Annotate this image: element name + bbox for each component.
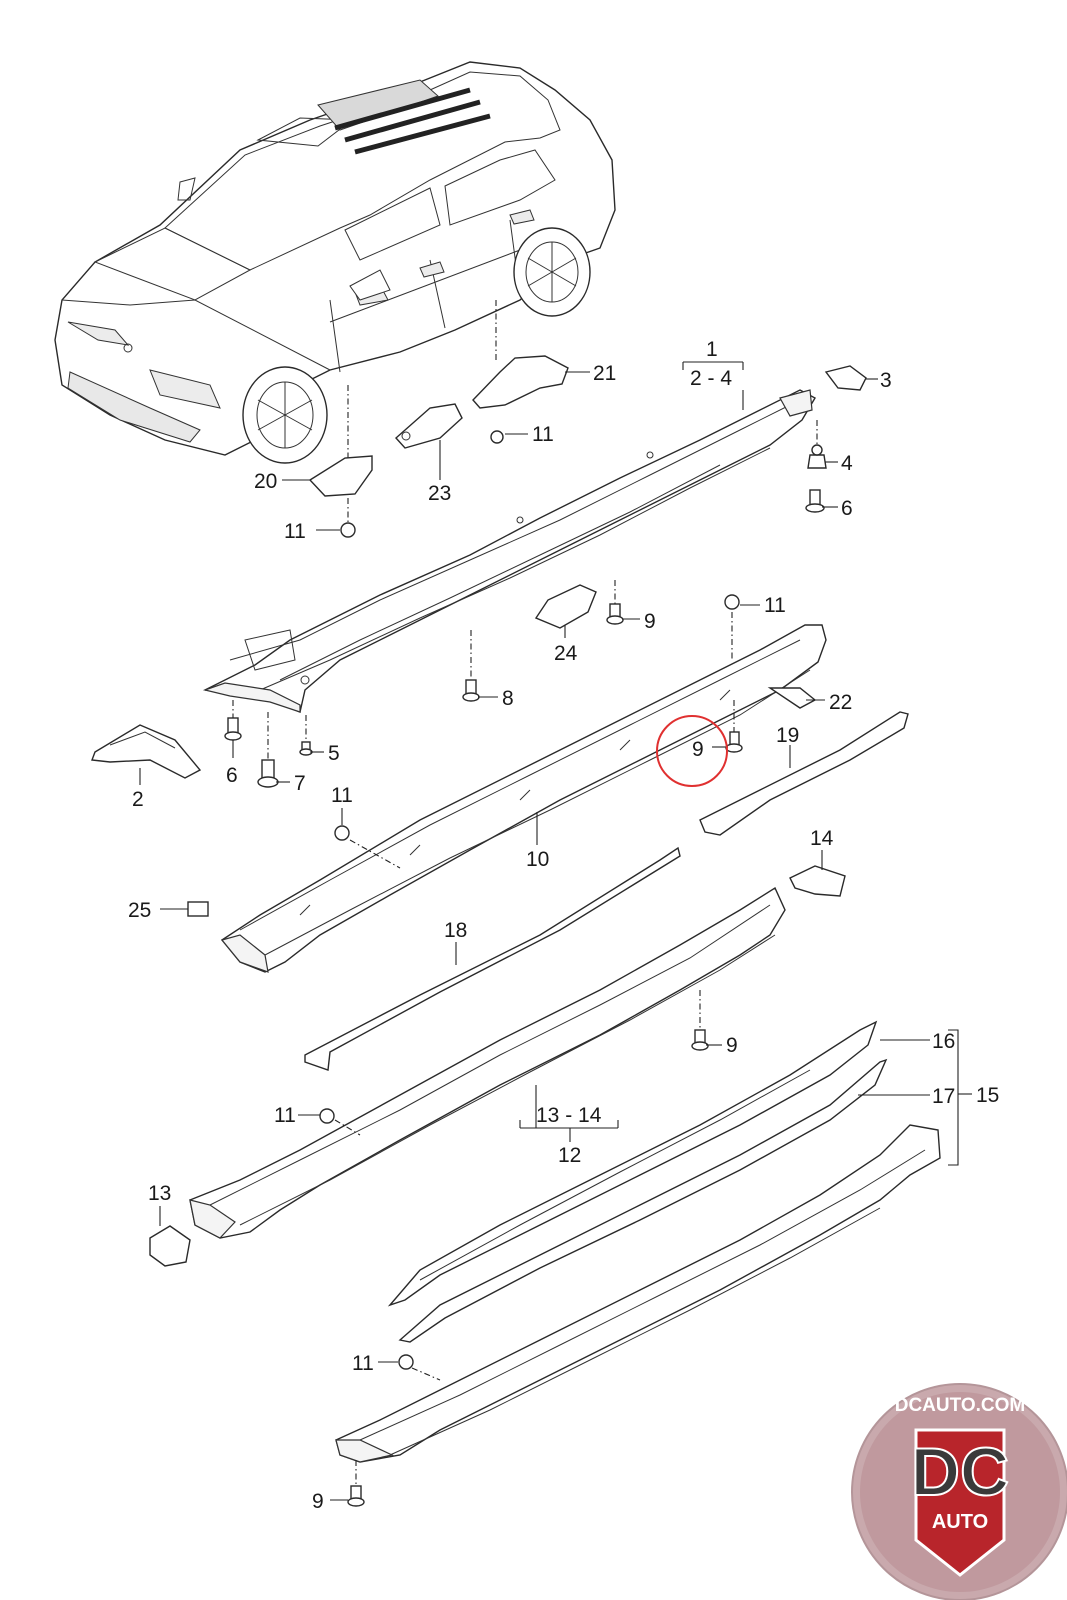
callout-11-b: 11 bbox=[284, 520, 306, 543]
leader-lines bbox=[139, 361, 972, 1501]
part-2-bracket bbox=[91, 724, 202, 779]
callout-7: 7 bbox=[294, 772, 306, 795]
logo-letters: DC bbox=[911, 1434, 1009, 1510]
callout-20: 20 bbox=[254, 470, 277, 493]
callout-24: 24 bbox=[554, 642, 578, 665]
callout-6-top: 6 bbox=[841, 497, 853, 520]
callout-3: 3 bbox=[880, 369, 892, 392]
part-6-bolt bbox=[805, 489, 825, 513]
callout-6-bottom: 6 bbox=[226, 764, 238, 787]
part-3-clip bbox=[824, 365, 867, 391]
part-22-clip bbox=[767, 687, 817, 709]
callout-14: 14 bbox=[810, 827, 834, 850]
callout-2: 2 bbox=[132, 788, 144, 811]
part-13-bracket bbox=[149, 1225, 191, 1267]
callout-16: 16 bbox=[932, 1030, 955, 1053]
callout-11-d: 11 bbox=[331, 784, 353, 807]
part-4-fastener bbox=[807, 444, 827, 469]
callout-11-c: 11 bbox=[764, 594, 786, 617]
callout-9-c: 9 bbox=[312, 1490, 324, 1513]
callout-21: 21 bbox=[593, 362, 616, 385]
callout-2-4: 2 - 4 bbox=[690, 367, 732, 390]
dcauto-logo: DCAUTO.COM DC AUTO bbox=[851, 1383, 1067, 1600]
callout-8: 8 bbox=[502, 687, 514, 710]
part-21-bracket bbox=[472, 355, 569, 409]
part-16-trim-strip bbox=[387, 1020, 878, 1307]
callout-11-f: 11 bbox=[352, 1352, 374, 1375]
logo-domain: DCAUTO.COM bbox=[895, 1395, 1026, 1416]
part-24-pad bbox=[534, 584, 597, 629]
part-12-lower-sill-panel bbox=[189, 886, 786, 1239]
part-23-bracket bbox=[395, 403, 463, 449]
callout-4: 4 bbox=[841, 452, 853, 475]
callout-25: 25 bbox=[128, 899, 151, 922]
part-18-strip bbox=[304, 846, 681, 1071]
fasteners bbox=[224, 430, 743, 1507]
callout-labels: 1 2 - 4 3 4 6 21 11 20 23 11 24 9 11 8 2… bbox=[128, 338, 999, 1513]
part-1-underbody-panel bbox=[202, 389, 816, 713]
callout-9-b: 9 bbox=[726, 1034, 738, 1057]
part-14-bracket bbox=[789, 865, 846, 897]
callout-22: 22 bbox=[829, 691, 852, 714]
callout-13: 13 bbox=[148, 1182, 171, 1205]
vehicle-illustration bbox=[54, 61, 616, 464]
callout-5: 5 bbox=[328, 742, 340, 765]
callout-11-e: 11 bbox=[274, 1104, 296, 1127]
part-10-sill-panel bbox=[220, 624, 827, 973]
callout-9-highlighted: 9 bbox=[692, 738, 704, 761]
callout-23: 23 bbox=[428, 482, 451, 505]
part-25-clip bbox=[187, 901, 209, 917]
logo-sub: AUTO bbox=[932, 1511, 988, 1533]
callout-17: 17 bbox=[932, 1085, 955, 1108]
callout-18: 18 bbox=[444, 919, 467, 942]
callout-15: 15 bbox=[976, 1084, 999, 1107]
part-17-trim-strip bbox=[398, 1058, 888, 1343]
callout-11-a: 11 bbox=[532, 423, 554, 446]
part-19-strip bbox=[699, 711, 909, 836]
highlight-circle bbox=[656, 715, 728, 787]
callout-10: 10 bbox=[526, 848, 549, 871]
callout-1: 1 bbox=[706, 338, 718, 361]
callout-19: 19 bbox=[776, 724, 799, 747]
part-20-bracket bbox=[308, 455, 373, 497]
callout-9-a: 9 bbox=[644, 610, 656, 633]
callout-12: 12 bbox=[558, 1144, 581, 1167]
part-15-lower-panel bbox=[335, 1124, 941, 1463]
callout-13-14: 13 - 14 bbox=[536, 1104, 602, 1127]
